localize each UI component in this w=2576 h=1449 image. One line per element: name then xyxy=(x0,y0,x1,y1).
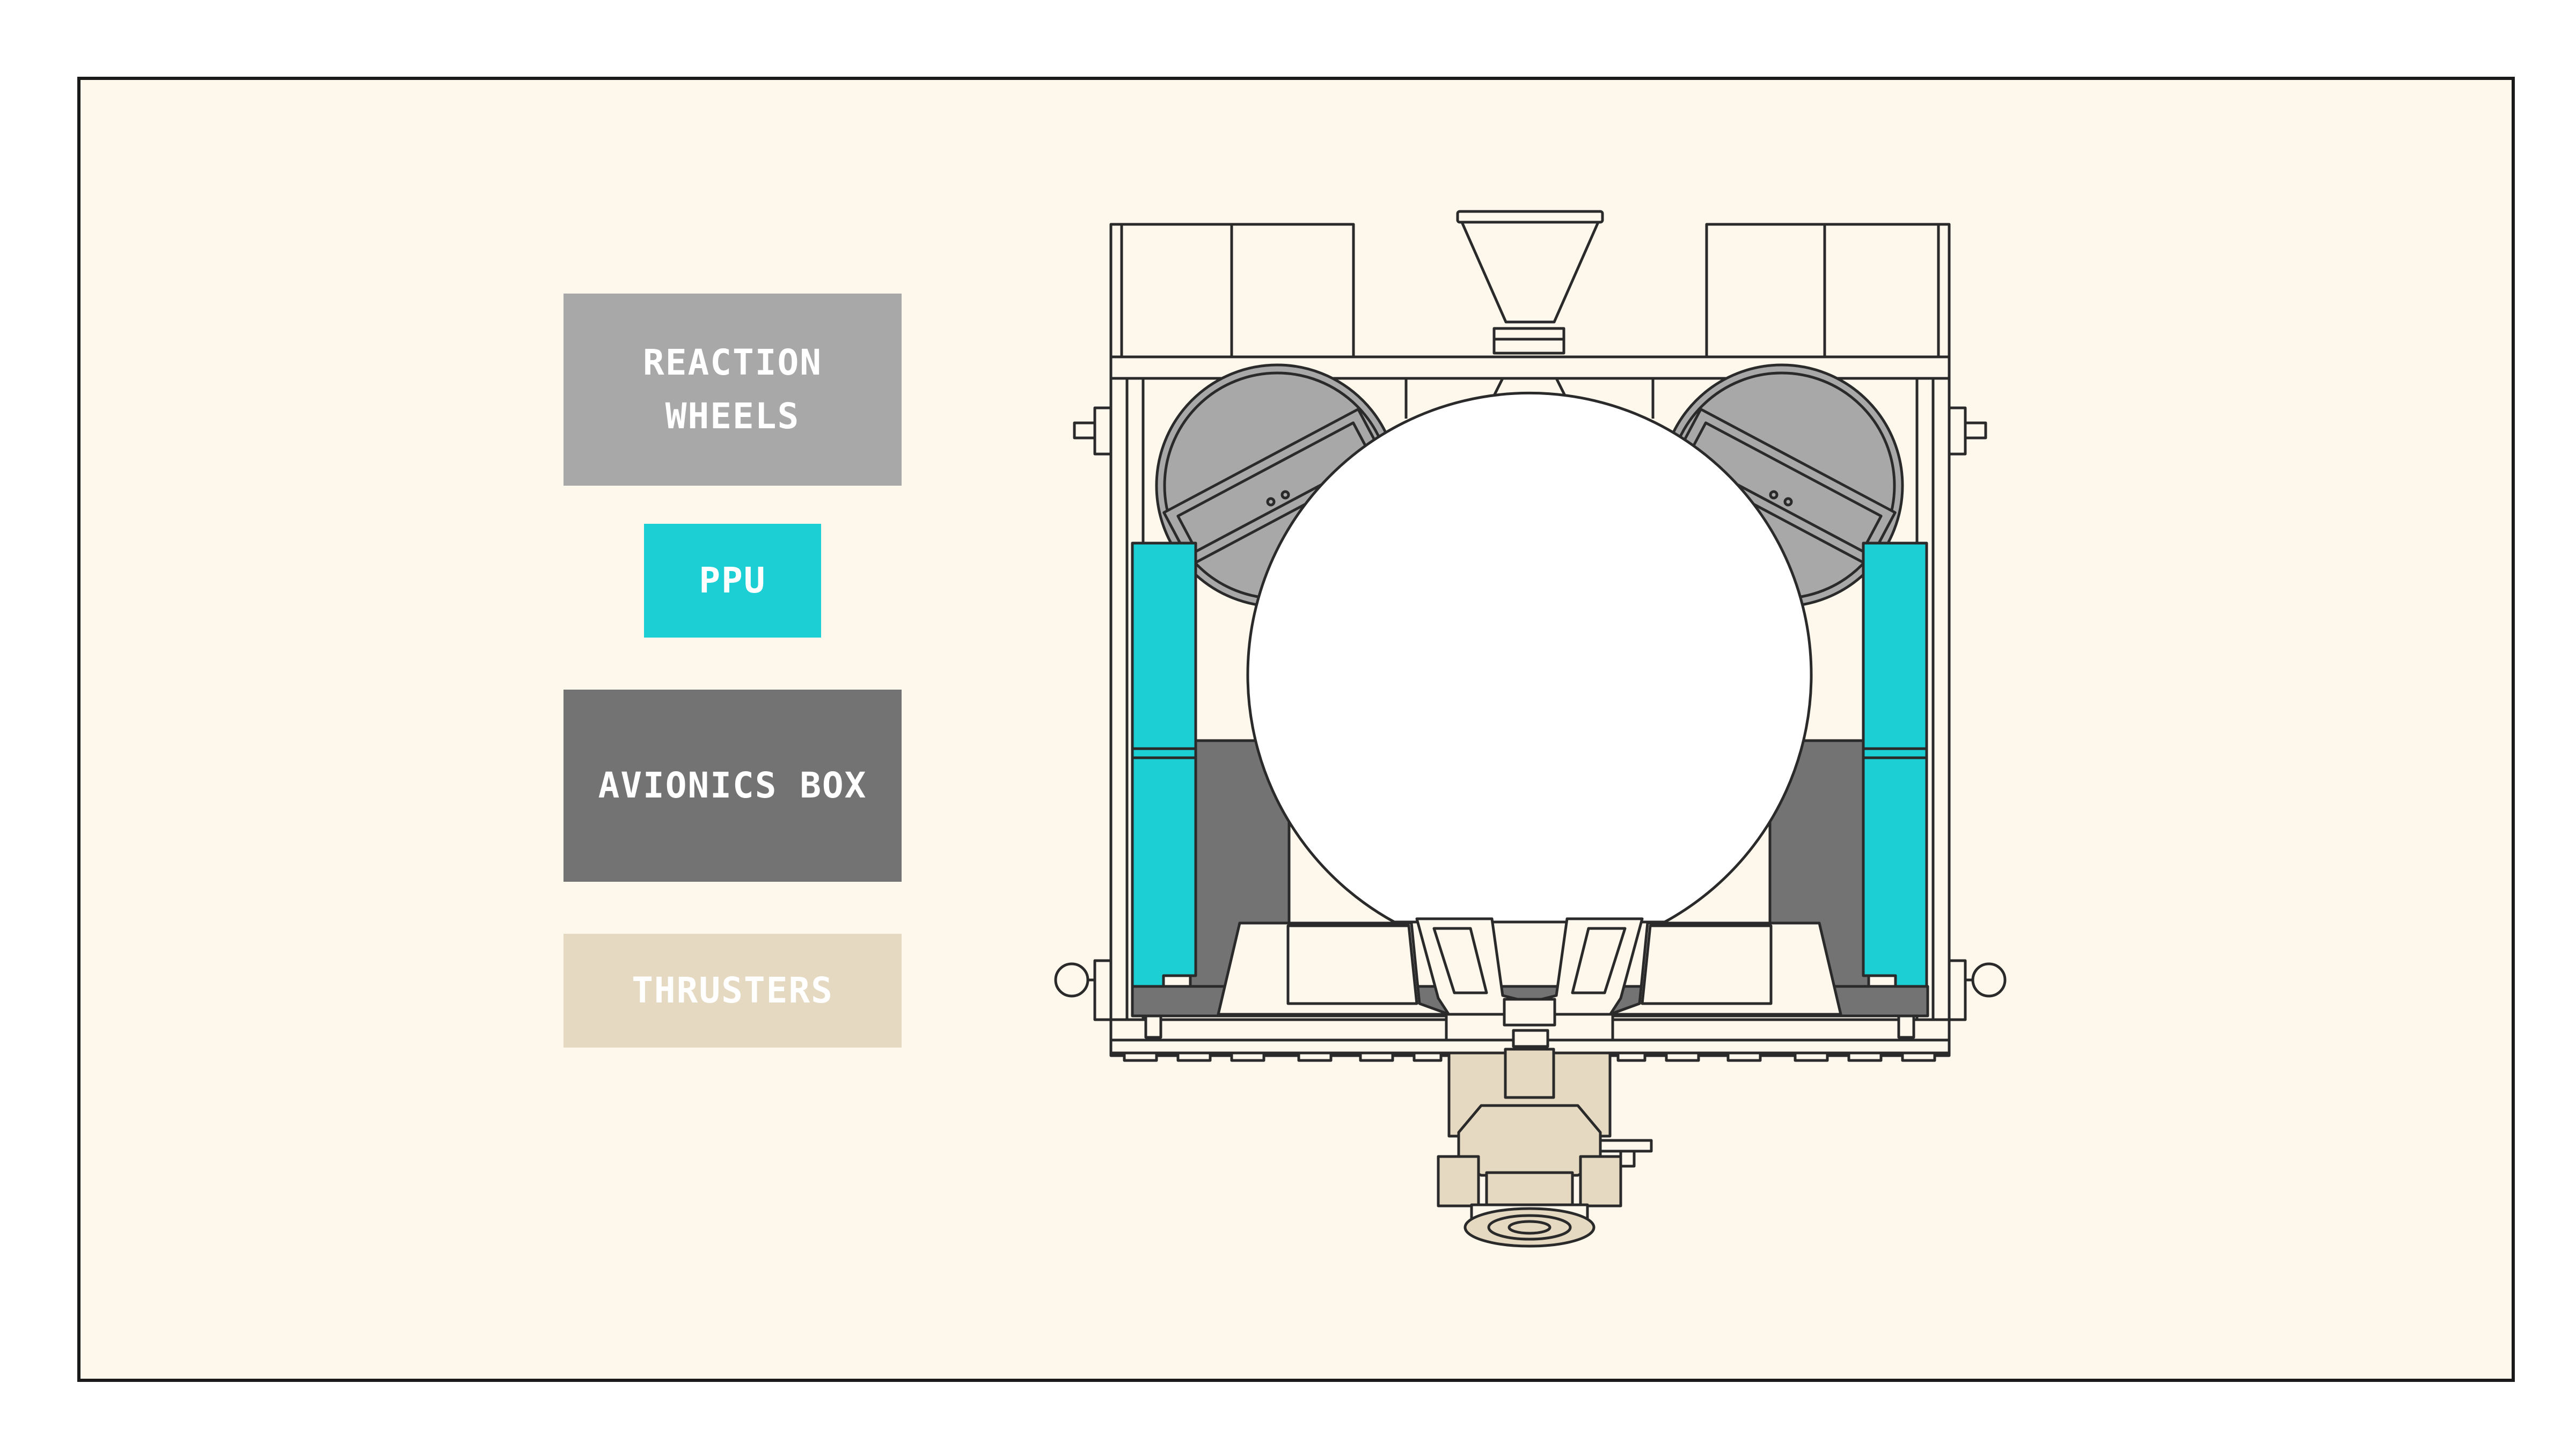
side-mount-left-lower xyxy=(1056,961,1111,1020)
top-funnel xyxy=(1458,211,1602,353)
top-box-left xyxy=(1111,224,1353,358)
propellant-tank xyxy=(1248,393,1811,922)
ppu-left xyxy=(1132,543,1196,1014)
side-mount-right-lower xyxy=(1949,961,2005,1020)
side-mount-right-upper xyxy=(1949,408,1986,454)
ppu-right xyxy=(1863,543,1927,1014)
top-box-right xyxy=(1707,224,1949,358)
side-mount-left-upper xyxy=(1074,408,1111,454)
